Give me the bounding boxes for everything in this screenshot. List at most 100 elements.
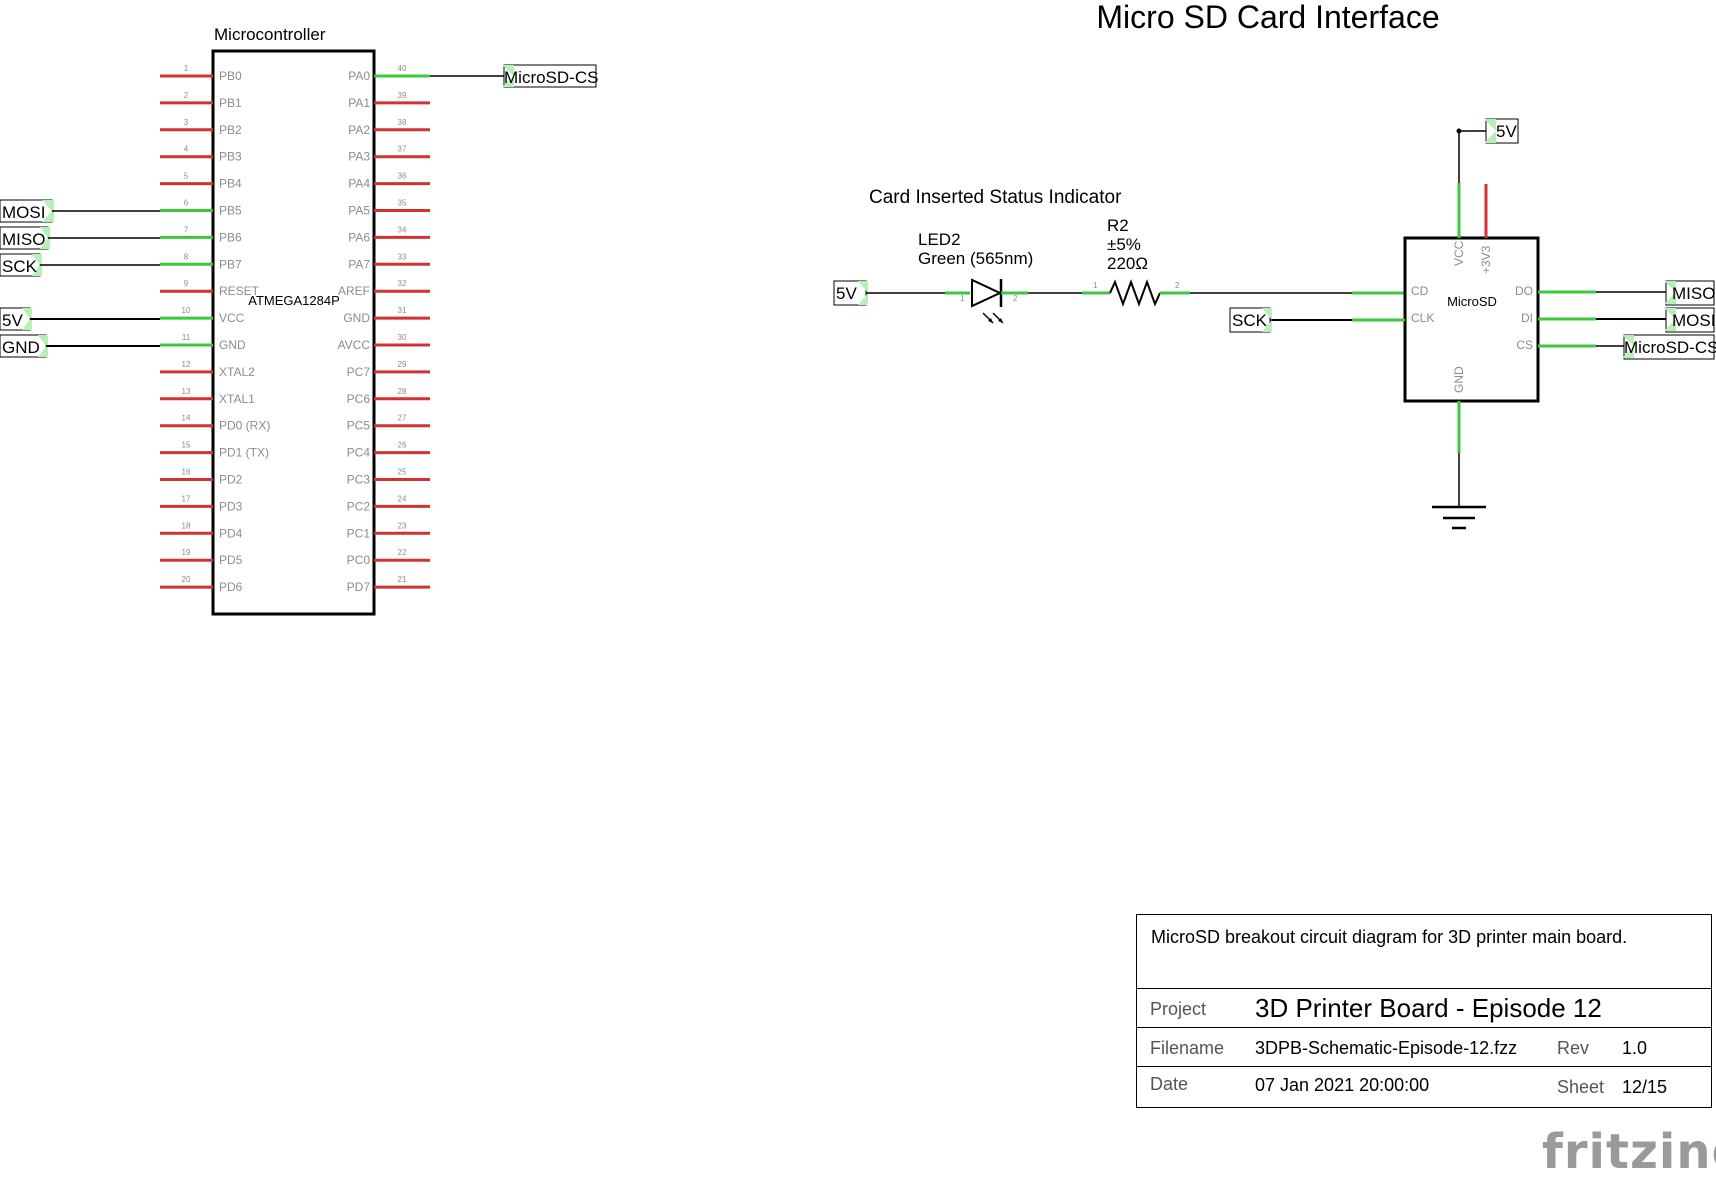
mcu-pin-11-number: 11 <box>182 333 191 342</box>
mcu-pin-8-name: PB7 <box>219 257 242 271</box>
mcu-pin-25-number: 25 <box>398 468 407 477</box>
rev-label: Rev <box>1557 1038 1590 1058</box>
mcu-pin-24-name: PC2 <box>347 499 371 513</box>
mcu-pin-1-name: PB0 <box>219 69 242 83</box>
net-label-5v[interactable]: 5V <box>0 307 32 331</box>
filename-label: Filename <box>1150 1038 1225 1058</box>
mcu-pin-4-number: 4 <box>184 145 189 154</box>
mcu-pin-15-name: PD1 (TX) <box>219 446 269 460</box>
svg-text:MISO: MISO <box>2 230 45 249</box>
mcu-pin-33-number: 33 <box>398 252 407 261</box>
rev-value: 1.0 <box>1622 1038 1648 1058</box>
mcu-pin-3-name: PB2 <box>219 123 242 137</box>
mcu-pin-23-number: 23 <box>398 521 407 530</box>
svg-text:MicroSD-CS: MicroSD-CS <box>504 68 598 87</box>
mcu-pin-16-number: 16 <box>182 468 191 477</box>
mcu-pin-13-name: XTAL1 <box>219 392 255 406</box>
mcu-pin-30-name: AVCC <box>338 338 371 352</box>
net-label-miso[interactable]: MISO <box>0 226 50 250</box>
mcu-pin-26-name: PC4 <box>347 446 371 460</box>
svg-text:5V: 5V <box>1496 122 1517 141</box>
mcu-pin-27-name: PC5 <box>347 419 371 433</box>
mcu-pin-38-name: PA2 <box>348 123 370 137</box>
net-label-5v-sd[interactable]: 5V <box>1484 118 1519 144</box>
mcu-pin-12-number: 12 <box>182 360 191 369</box>
mcu-pin-30-number: 30 <box>398 333 407 342</box>
svg-text:MicroSD-CS: MicroSD-CS <box>1624 338 1716 357</box>
title-block: MicroSD breakout circuit diagram for 3D … <box>1136 914 1712 1108</box>
mcu-pin-28-number: 28 <box>398 387 407 396</box>
mcu-pin-10-name: VCC <box>219 311 245 325</box>
net-label-miso-sd[interactable]: MISO <box>1664 280 1715 306</box>
resistor-pin2: 2 <box>1175 281 1180 290</box>
mcu-pin-4-name: PB3 <box>219 150 242 164</box>
net-label-sck[interactable]: SCK <box>0 253 42 277</box>
svg-text:5V: 5V <box>2 311 23 330</box>
mcu-pin-9-name: RESET <box>219 284 260 298</box>
filename-value: 3DPB-Schematic-Episode-12.fzz <box>1255 1038 1518 1058</box>
mcu-pin-37-name: PA3 <box>348 150 370 164</box>
mcu-pin-26-number: 26 <box>398 441 407 450</box>
mcu-pin-8-number: 8 <box>184 252 189 261</box>
microsd-part-label: MicroSD <box>1447 294 1497 309</box>
mcu-pin-21-name: PD7 <box>347 580 371 594</box>
mcu-pin-31-number: 31 <box>398 306 407 315</box>
mcu-pin-5-number: 5 <box>184 172 189 181</box>
svg-text:GND: GND <box>2 338 40 357</box>
mcu-pin-19-name: PD5 <box>219 553 243 567</box>
mcu-pin-31-name: GND <box>343 311 370 325</box>
resistor-tolerance: ±5% <box>1107 235 1141 254</box>
net-label-gnd[interactable]: GND <box>0 334 48 358</box>
net-label-microsd-cs-sd[interactable]: MicroSD-CS <box>1622 334 1716 360</box>
net-label-mosi[interactable]: MOSI <box>0 199 54 223</box>
svg-text:MISO: MISO <box>1672 284 1715 303</box>
project-value: 3D Printer Board - Episode 12 <box>1255 993 1602 1023</box>
mcu-pin-40-name: PA0 <box>348 69 370 83</box>
mcu-pin-3-number: 3 <box>184 118 189 127</box>
mcu-pin-32-name: AREF <box>338 284 370 298</box>
mcu-pin-15-number: 15 <box>182 441 191 450</box>
mcu-body <box>211 49 376 616</box>
net-label-sck-sd[interactable]: SCK <box>1229 307 1272 333</box>
microsd-pin-clk: CLK <box>1411 311 1434 325</box>
net-label-microsd-cs-mcu[interactable]: MicroSD-CS <box>502 64 598 88</box>
net-label-5v-led[interactable]: 5V <box>833 280 868 306</box>
mcu-pin-13-number: 13 <box>182 387 191 396</box>
svg-text:SCK: SCK <box>1232 311 1268 330</box>
ground-symbol <box>1432 505 1486 530</box>
resistor-value: 220Ω <box>1107 254 1148 273</box>
mcu-pin-27-number: 27 <box>398 414 407 423</box>
mcu-pin-17-number: 17 <box>182 494 191 503</box>
mcu-pin-14-name: PD0 (RX) <box>219 419 270 433</box>
mcu-pin-23-name: PC1 <box>347 526 371 540</box>
title-block-row-project: Project 3D Printer Board - Episode 12 <box>1137 988 1711 1023</box>
date-label: Date <box>1150 1074 1189 1094</box>
mcu-title: Microcontroller <box>214 25 326 44</box>
sheet-title: Micro SD Card Interface <box>1096 0 1439 35</box>
indicator-heading: Card Inserted Status Indicator <box>869 187 1122 208</box>
microsd-pin-gnd: GND <box>1452 366 1466 393</box>
mcu-pin-17-name: PD3 <box>219 499 243 513</box>
mcu-pin-25-name: PC3 <box>347 473 371 487</box>
mcu-pin-37-number: 37 <box>398 145 407 154</box>
mcu-pin-24-number: 24 <box>398 494 407 503</box>
net-label-mosi-sd[interactable]: MOSI <box>1664 307 1715 333</box>
resistor-symbol <box>1109 279 1161 307</box>
mcu-pin-18-number: 18 <box>182 521 191 530</box>
microsd-pin-di: DI <box>1521 311 1533 325</box>
mcu-pin-39-name: PA1 <box>348 96 370 110</box>
project-label: Project <box>1150 999 1207 1019</box>
mcu-pin-14-number: 14 <box>182 414 191 423</box>
resistor-name: R2 <box>1107 216 1129 235</box>
led-name: LED2 <box>918 230 961 249</box>
title-block-row-filename: Filename 3DPB-Schematic-Episode-12.fzz R… <box>1137 1027 1711 1058</box>
microsd-pin-3v3: +3V3 <box>1479 245 1493 274</box>
mcu-pin-7-name: PB6 <box>219 230 242 244</box>
sheet-value: 12/15 <box>1622 1077 1668 1097</box>
svg-text:MOSI: MOSI <box>1672 311 1715 330</box>
mcu-pin-32-number: 32 <box>398 279 407 288</box>
microsd-pin-cd: CD <box>1411 284 1429 298</box>
mcu-pin-19-number: 19 <box>182 548 191 557</box>
mcu-pin-2-number: 2 <box>184 91 189 100</box>
mcu-pin-35-name: PA5 <box>348 204 370 218</box>
